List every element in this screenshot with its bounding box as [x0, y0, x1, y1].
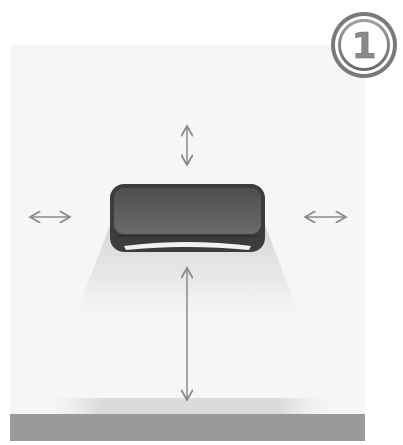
step-badge: 1: [331, 12, 397, 78]
floor: [10, 414, 365, 441]
wall-mounted-air-conditioner-icon: [110, 184, 265, 252]
step-number: 1: [351, 26, 376, 67]
floor-shadow: [40, 398, 340, 416]
